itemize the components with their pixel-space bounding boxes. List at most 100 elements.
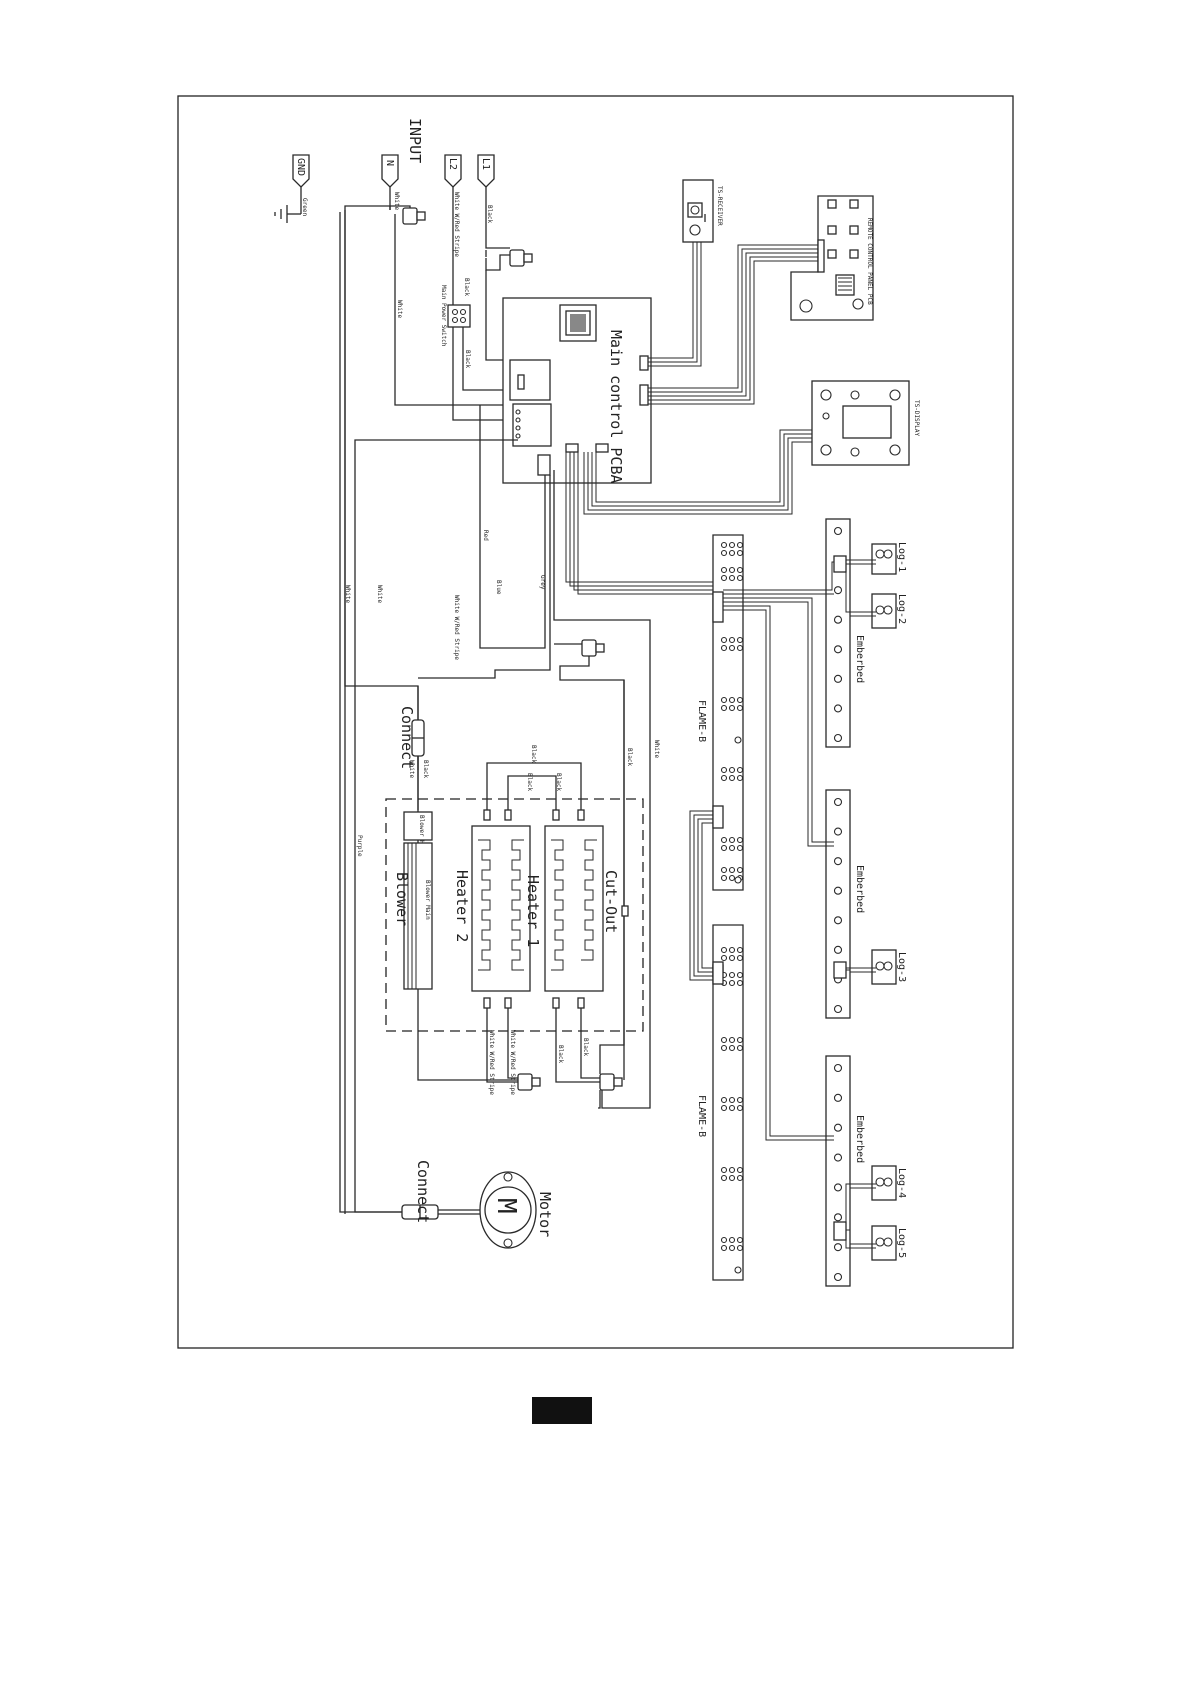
- wire-white-label-1: White: [393, 192, 400, 210]
- blower-main-label: Blower Main: [424, 880, 431, 920]
- emberbed-3-label: Emberbed: [854, 1115, 865, 1163]
- flame-led-hole: [720, 1036, 728, 1044]
- flame-led-hole: [728, 946, 736, 954]
- l1-terminal: L1: [477, 154, 495, 188]
- flame-led-hole: [736, 971, 744, 979]
- flame-led-hole: [736, 766, 744, 774]
- flame-led-hole: [728, 836, 736, 844]
- heater-enclosure: [385, 798, 644, 1032]
- wire-white-label-3: White: [376, 585, 383, 603]
- connect-2: Connect: [401, 1160, 439, 1223]
- flame-led-hole: [736, 1104, 744, 1112]
- ember-holes: [833, 526, 843, 1282]
- gnd-label: GND: [295, 158, 306, 176]
- connector-plug-1: [402, 207, 426, 225]
- main-power-switch: Main Power Switch: [440, 285, 471, 347]
- blower: Blower Heat Blower Main Blower: [393, 811, 433, 990]
- flame-led-hole: [728, 696, 736, 704]
- wire-blue-label: Blue: [495, 580, 502, 595]
- flame-led-hole: [736, 774, 744, 782]
- wire-black-label-2: Black: [463, 278, 470, 296]
- ts-receiver-label: TS-RECEIVER: [716, 186, 723, 226]
- flame-led-hole: [720, 574, 728, 582]
- flame-led-hole: [720, 844, 728, 852]
- flame-led-hole: [720, 1244, 728, 1252]
- wire-white-label-6: White: [408, 760, 415, 778]
- l2-label: L2: [447, 158, 458, 170]
- wire-black-label-9: Black: [557, 1045, 564, 1063]
- ts-display-label: TS-DISPLAY: [913, 400, 920, 437]
- flame-led-hole: [720, 549, 728, 557]
- log-2: Log-2: [871, 593, 907, 629]
- flame-b-label-2: FLAME-B: [696, 1095, 707, 1137]
- flame-led-hole: [736, 844, 744, 852]
- heater-1: Heater 1: [524, 825, 604, 992]
- flame-led-hole: [728, 1096, 736, 1104]
- flame-led-hole: [728, 704, 736, 712]
- flame-holes: [720, 541, 744, 1274]
- green-wire-label: Green: [301, 198, 308, 216]
- emberbed-led-hole: [833, 1123, 843, 1132]
- emberbed-led-hole: [833, 916, 843, 925]
- flame-led-hole: [728, 541, 736, 549]
- emberbed-led-hole: [833, 1243, 843, 1252]
- flame-mount-hole: [734, 876, 742, 884]
- flame-led-hole: [728, 774, 736, 782]
- flame-led-hole: [728, 549, 736, 557]
- flame-led-hole: [736, 541, 744, 549]
- emberbed-3: Emberbed: [825, 1055, 865, 1287]
- remote-pcb-label: REMOTE CONTROL PANEL PCB: [866, 218, 873, 305]
- flame-led-hole: [736, 946, 744, 954]
- wire-black-label-8: Black: [555, 773, 562, 791]
- flame-led-hole: [736, 704, 744, 712]
- flame-led-hole: [736, 1096, 744, 1104]
- emberbed-led-hole: [833, 1153, 843, 1162]
- flame-led-hole: [720, 954, 728, 962]
- flame-led-hole: [736, 1244, 744, 1252]
- emberbed-led-hole: [833, 526, 843, 536]
- wire-black-label-4: Black: [626, 748, 633, 766]
- wire-white-stripe-label-4: White W/Red Stripe: [509, 1030, 516, 1095]
- wire-red-label: Red: [482, 530, 489, 541]
- flame-led-hole: [736, 644, 744, 652]
- emberbed-2-label: Emberbed: [854, 865, 865, 913]
- flame-led-hole: [728, 971, 736, 979]
- wire-white-stripe-label-1: White W/Red Stripe: [453, 192, 460, 257]
- heater-2-label: Heater 2: [453, 870, 471, 942]
- main-switch-label: Main Power Switch: [440, 285, 447, 347]
- emberbed-led-hole: [833, 615, 843, 624]
- diagram-frame: [177, 95, 1014, 1349]
- ts-receiver: TS-RECEIVER: [682, 179, 723, 243]
- wire-grey-label: Grey: [539, 575, 546, 590]
- flame-led-hole: [728, 874, 736, 882]
- flame-led-hole: [736, 1174, 744, 1182]
- flame-led-hole: [720, 774, 728, 782]
- log-3: Log-3: [871, 949, 907, 985]
- wire-black-label-7: Black: [526, 773, 533, 791]
- flame-led-hole: [736, 836, 744, 844]
- emberbed-led-hole: [833, 945, 843, 954]
- flame-led-hole: [720, 946, 728, 954]
- connector-plug-5: [599, 1073, 623, 1091]
- flame-led-hole: [736, 1036, 744, 1044]
- flame-led-hole: [736, 574, 744, 582]
- ts-display: TS-DISPLAY: [811, 380, 920, 466]
- flame-led-hole: [720, 566, 728, 574]
- flame-led-hole: [728, 866, 736, 874]
- emberbed-led-hole: [833, 674, 843, 683]
- emberbed-led-hole: [833, 1004, 843, 1014]
- wire-black-label-6: Black: [530, 745, 537, 763]
- log-4-label: Log-4: [896, 1168, 907, 1198]
- wire-black-label-5: Black: [422, 760, 429, 778]
- emberbed-led-hole: [833, 886, 843, 895]
- flame-led-hole: [736, 696, 744, 704]
- emberbed-led-hole: [833, 704, 843, 713]
- flame-led-hole: [720, 644, 728, 652]
- flame-led-hole: [736, 566, 744, 574]
- flame-led-hole: [728, 844, 736, 852]
- emberbed-1: Emberbed: [825, 518, 865, 748]
- wire-white-stripe-label-2: White W/Red Stripe: [453, 595, 460, 660]
- connect-1: Connect: [398, 706, 425, 769]
- connect-1-label: Connect: [398, 706, 416, 769]
